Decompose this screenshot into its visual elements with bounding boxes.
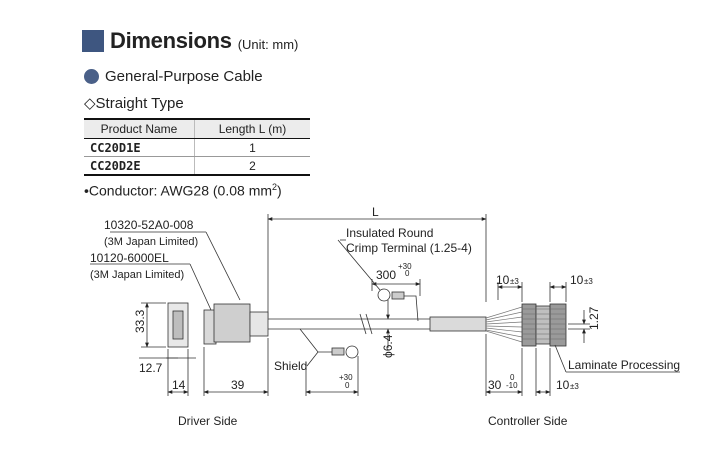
cable-break-mark bbox=[365, 313, 373, 335]
terminal-label-line1: Insulated Round bbox=[346, 226, 433, 240]
tolerance-10-right: ±3 bbox=[584, 277, 593, 286]
ring-terminal-bottom bbox=[345, 345, 359, 359]
tolerance-300-top-lower: 0 bbox=[405, 269, 410, 278]
leader-line bbox=[189, 263, 212, 311]
tolerance-30-lower: -10 bbox=[506, 381, 518, 390]
ring-terminal-top bbox=[377, 288, 391, 302]
product-name-cell: CC20D1E bbox=[84, 138, 195, 157]
dim-label-10-left: 10 bbox=[496, 273, 510, 287]
length-cell: 1 bbox=[194, 138, 310, 157]
ribbon-lines bbox=[522, 308, 566, 340]
laminate-label: Laminate Processing bbox=[568, 358, 680, 372]
shield-wire-bottom bbox=[299, 328, 332, 353]
tolerance-300-bottom-lower: 0 bbox=[345, 381, 350, 390]
connector2-maker: (3M Japan Limited) bbox=[90, 269, 184, 281]
tolerance-10-bottom: ±3 bbox=[570, 382, 579, 391]
table-row: CC20D1E 1 bbox=[84, 138, 310, 157]
tolerance-30-upper: 0 bbox=[510, 373, 515, 382]
dim-label-L: L bbox=[372, 205, 379, 219]
dim-label-diameter: ϕ6.4 bbox=[381, 334, 395, 358]
leader-line bbox=[554, 344, 567, 373]
connector-shell-body bbox=[213, 303, 251, 343]
conductor-exponent: 2 bbox=[272, 182, 278, 192]
laminate-block-right bbox=[549, 303, 567, 347]
dim-label-10-bottom: 10 bbox=[556, 378, 570, 392]
connector-front-socket bbox=[172, 310, 184, 340]
crimp-sleeve-top bbox=[391, 291, 405, 300]
conductor-fan bbox=[485, 306, 523, 343]
product-table: Product Name Length L (m) CC20D1E 1 CC20… bbox=[84, 118, 310, 176]
dim-label-10-right: 10 bbox=[570, 273, 584, 287]
dim-label-1-27: 1.27 bbox=[587, 306, 601, 330]
leader-line bbox=[205, 231, 241, 301]
dim-label-300-top: 300 bbox=[376, 268, 396, 282]
dim-label-39: 39 bbox=[231, 378, 245, 392]
bullet-icon: • bbox=[84, 182, 89, 199]
cable-type-title: General-Purpose Cable bbox=[105, 68, 263, 85]
cable-break-mark bbox=[359, 313, 367, 335]
dim-label-30: 30 bbox=[488, 378, 502, 392]
crimp-sleeve-bottom bbox=[331, 347, 345, 356]
bullet-circle-icon bbox=[84, 69, 99, 84]
connector2-part-number: 10120-6000EL bbox=[90, 251, 169, 265]
table-header-row: Product Name Length L (m) bbox=[84, 118, 310, 139]
section-header: Dimensions (Unit: mm) bbox=[82, 28, 298, 54]
leader-line bbox=[337, 239, 381, 291]
leader-line bbox=[306, 351, 319, 367]
tolerance-300-bottom-upper: +30 bbox=[339, 373, 353, 382]
cable-subtype-title: Straight Type bbox=[95, 95, 184, 112]
unit-label: (Unit: mm) bbox=[237, 36, 299, 52]
column-header-length: Length L (m) bbox=[194, 118, 310, 139]
diamond-icon: ◇ bbox=[84, 95, 96, 112]
connector1-maker: (3M Japan Limited) bbox=[104, 236, 198, 248]
laminate-block-left bbox=[521, 303, 537, 347]
cable-type-heading: General-Purpose Cable bbox=[84, 68, 263, 85]
length-cell: 2 bbox=[194, 156, 310, 176]
controller-side-label: Controller Side bbox=[488, 414, 568, 428]
dim-label-14: 14 bbox=[172, 378, 186, 392]
page-title: Dimensions bbox=[110, 28, 232, 53]
table-row: CC20D2E 2 bbox=[84, 156, 310, 176]
tolerance-300-top-upper: +30 bbox=[398, 262, 412, 271]
conductor-tail: ) bbox=[277, 182, 282, 199]
cable-sleeve bbox=[429, 316, 487, 332]
product-name-cell: CC20D2E bbox=[84, 156, 195, 176]
conductor-text: Conductor: AWG28 (0.08 mm bbox=[88, 182, 273, 199]
driver-side-label: Driver Side bbox=[178, 414, 238, 428]
tolerance-10-left: ±3 bbox=[510, 277, 519, 286]
dim-label-33-3: 33.3 bbox=[133, 309, 147, 333]
shield-wire-top bbox=[404, 295, 419, 322]
shield-label: Shield bbox=[274, 359, 307, 373]
column-header-product: Product Name bbox=[84, 118, 195, 139]
connector1-part-number: 10320-52A0-008 bbox=[104, 218, 194, 232]
conductor-note: •Conductor: AWG28 (0.08 mm2) bbox=[84, 182, 282, 199]
dim-label-12-7: 12.7 bbox=[139, 361, 163, 375]
connector-boot bbox=[249, 311, 269, 337]
header-square-icon bbox=[82, 30, 104, 52]
cable-subtype-heading: ◇Straight Type bbox=[84, 94, 184, 112]
ribbon-bare-section bbox=[535, 305, 551, 345]
terminal-label-line2: Crimp Terminal (1.25-4) bbox=[346, 241, 472, 255]
